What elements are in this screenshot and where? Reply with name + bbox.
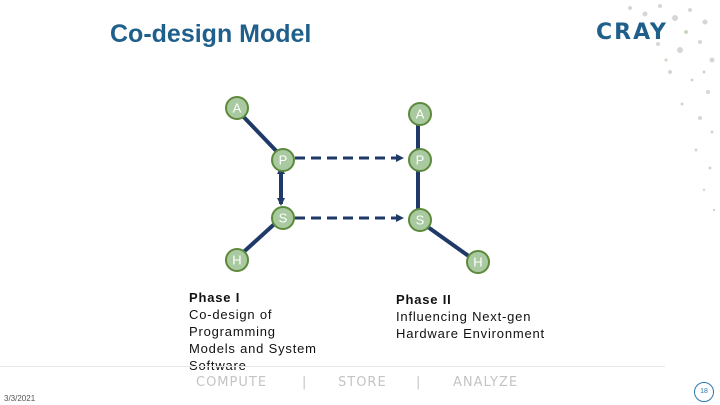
phase2-line: Influencing Next-gen [396, 309, 532, 324]
phase1-line: Programming [189, 324, 276, 339]
phase1-line: Co-design of [189, 307, 273, 322]
footer-divider [0, 366, 665, 367]
phase1-title: Phase I [189, 290, 241, 305]
cray-logo: CRAY [596, 20, 668, 45]
phase1-text: Phase I Co-design of Programming Models … [189, 289, 317, 374]
phase2-text: Phase II Influencing Next-gen Hardware E… [396, 291, 545, 342]
right-node-a: A [408, 102, 432, 126]
left-node-s-label: S [279, 211, 288, 226]
right-node-h: H [466, 250, 490, 274]
right-node-a-label: A [416, 107, 425, 122]
edge-left-a-p [235, 108, 285, 160]
footer-separator: | [416, 375, 422, 390]
phase2-title: Phase II [396, 292, 452, 307]
right-node-h-label: H [473, 255, 482, 270]
footer-separator: | [302, 375, 308, 390]
footer-store: STORE [338, 375, 387, 390]
right-node-p-label: P [416, 153, 425, 168]
left-node-p-label: P [279, 153, 288, 168]
right-node-p: P [408, 148, 432, 172]
page-number-badge: 18 [694, 382, 714, 402]
left-node-p: P [271, 148, 295, 172]
phase2-line: Hardware Environment [396, 326, 545, 341]
left-node-h-label: H [232, 253, 241, 268]
footer-analyze: ANALYZE [453, 375, 519, 390]
phase1-line: Software [189, 358, 247, 373]
right-node-s-label: S [416, 213, 425, 228]
left-node-a-label: A [233, 101, 242, 116]
slide-date: 3/3/2021 [4, 394, 36, 403]
left-node-s: S [271, 206, 295, 230]
slide-title: Co-design Model [110, 20, 312, 48]
right-node-s: S [408, 208, 432, 232]
phase1-line: Models and System [189, 341, 317, 356]
left-node-a: A [225, 96, 249, 120]
left-node-h: H [225, 248, 249, 272]
decorative-dot-pattern [618, 4, 716, 212]
footer-compute: COMPUTE [196, 375, 268, 390]
